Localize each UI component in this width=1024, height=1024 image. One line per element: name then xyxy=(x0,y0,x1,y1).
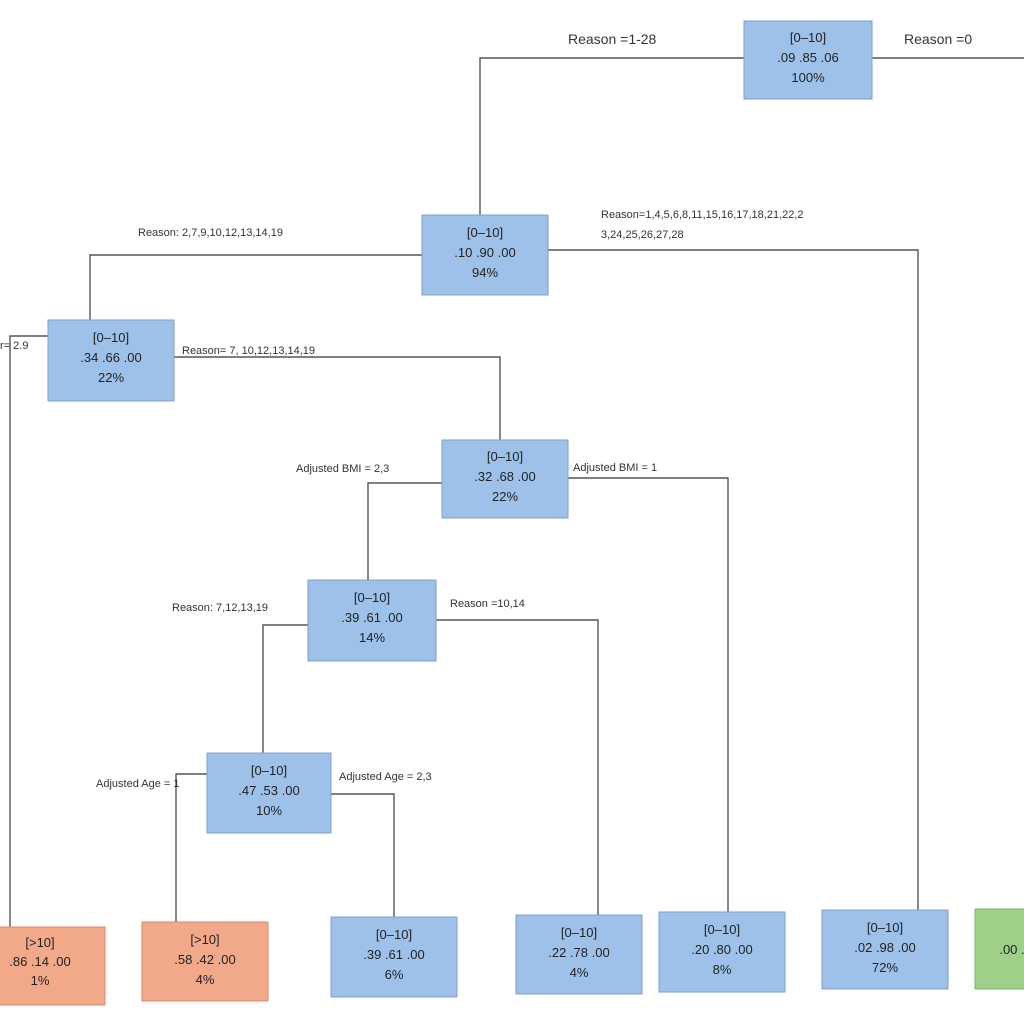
edge-label-94-right-line1: Reason=1,4,5,6,8,11,15,16,17,18,21,22,2 xyxy=(601,209,804,221)
node-class-label: [0–10] xyxy=(704,922,740,937)
edge-14-right xyxy=(436,619,599,915)
tree-node-22a: [0–10] .34 .66 .00 22% xyxy=(47,319,175,402)
edge-10-right xyxy=(331,793,395,917)
edge-label-22a-right: Reason= 7, 10,12,13,14,19 xyxy=(182,345,315,357)
node-percentage: 22% xyxy=(98,370,124,385)
tree-node-root: [0–10] .09 .85 .06 100% xyxy=(743,20,873,100)
node-class-label: [0–10] xyxy=(467,225,503,240)
node-percentage: 94% xyxy=(472,265,498,280)
edge-label-22b-right: Adjusted BMI = 1 xyxy=(573,462,657,474)
edge-label-22b-left: Adjusted BMI = 2,3 xyxy=(296,463,389,475)
edge-labels: Reason =1-28 Reason =0 Reason: 2,7,9,10,… xyxy=(0,31,972,790)
leaf-node-72pct: [0–10] .02 .98 .00 72% xyxy=(821,909,949,990)
edge-label-22a-left: r= 2.9 xyxy=(0,340,28,352)
leaf-node-green: .00 . xyxy=(974,908,1024,990)
node-class-label: [0–10] xyxy=(487,449,523,464)
node-probabilities: .86 .14 .00 xyxy=(9,954,70,969)
edge-14-left xyxy=(262,624,308,753)
edge-label-94-right-line2: 3,24,25,26,27,28 xyxy=(601,229,684,241)
node-class-label: [>10] xyxy=(25,935,54,950)
node-probabilities: .34 .66 .00 xyxy=(80,350,141,365)
tree-node-22b: [0–10] .32 .68 .00 22% xyxy=(441,439,569,519)
node-probabilities: .39 .61 .00 xyxy=(363,947,424,962)
node-percentage: 4% xyxy=(196,972,215,987)
node-probabilities: .00 . xyxy=(999,942,1024,957)
node-class-label: [0–10] xyxy=(867,920,903,935)
node-probabilities: .09 .85 .06 xyxy=(777,50,838,65)
node-class-label: [0–10] xyxy=(354,590,390,605)
node-percentage: 14% xyxy=(359,630,385,645)
tree-node-14: [0–10] .39 .61 .00 14% xyxy=(307,579,437,662)
tree-node-10: [0–10] .47 .53 .00 10% xyxy=(206,752,332,834)
edge-label-10-left: Adjusted Age = 1 xyxy=(96,778,179,790)
node-probabilities: .39 .61 .00 xyxy=(341,610,402,625)
node-probabilities: .22 .78 .00 xyxy=(548,945,609,960)
node-class-label: [0–10] xyxy=(790,30,826,45)
node-percentage: 4% xyxy=(570,965,589,980)
leaf-node-4pct-a: [>10] .58 .42 .00 4% xyxy=(141,921,269,1002)
node-percentage: 6% xyxy=(385,967,404,982)
tree-edges xyxy=(9,57,1024,927)
leaf-node-4pct-b: [0–10] .22 .78 .00 4% xyxy=(515,914,643,995)
node-class-label: [0–10] xyxy=(251,763,287,778)
edge-22a-right xyxy=(174,356,501,440)
leaf-node-8pct: [0–10] .20 .80 .00 8% xyxy=(658,911,786,993)
edge-label-14-right: Reason =10,14 xyxy=(450,598,525,610)
node-class-label: [>10] xyxy=(190,932,219,947)
leaf-node-6pct: [0–10] .39 .61 .00 6% xyxy=(330,916,458,998)
node-class-label: [0–10] xyxy=(376,927,412,942)
edge-label-10-right: Adjusted Age = 2,3 xyxy=(339,771,432,783)
node-probabilities: .32 .68 .00 xyxy=(474,469,535,484)
edge-22b-left xyxy=(367,482,442,580)
node-class-label: [0–10] xyxy=(561,925,597,940)
node-percentage: 1% xyxy=(31,973,50,988)
node-percentage: 8% xyxy=(713,962,732,977)
tree-node-94: [0–10] .10 .90 .00 94% xyxy=(421,214,549,296)
node-probabilities: .58 .42 .00 xyxy=(174,952,235,967)
node-percentage: 100% xyxy=(791,70,825,85)
edge-10-left xyxy=(175,773,207,922)
edge-root-left xyxy=(479,57,744,215)
edge-label-14-left: Reason: 7,12,13,19 xyxy=(172,602,268,614)
node-percentage: 10% xyxy=(256,803,282,818)
edge-22b-right xyxy=(568,477,729,912)
node-probabilities: .47 .53 .00 xyxy=(238,783,299,798)
edge-label-root-left: Reason =1-28 xyxy=(568,31,657,47)
edge-94-left xyxy=(89,254,422,320)
node-percentage: 22% xyxy=(492,489,518,504)
leaf-node-1pct: [>10] .86 .14 .00 1% xyxy=(0,926,106,1006)
edge-label-root-right: Reason =0 xyxy=(904,31,972,47)
node-percentage: 72% xyxy=(872,960,898,975)
node-probabilities: .20 .80 .00 xyxy=(691,942,752,957)
edge-22a-left xyxy=(9,335,48,927)
edge-label-94-left: Reason: 2,7,9,10,12,13,14,19 xyxy=(138,227,283,239)
node-probabilities: .02 .98 .00 xyxy=(854,940,915,955)
node-probabilities: .10 .90 .00 xyxy=(454,245,515,260)
node-class-label: [0–10] xyxy=(93,330,129,345)
edge-94-right xyxy=(548,249,919,910)
